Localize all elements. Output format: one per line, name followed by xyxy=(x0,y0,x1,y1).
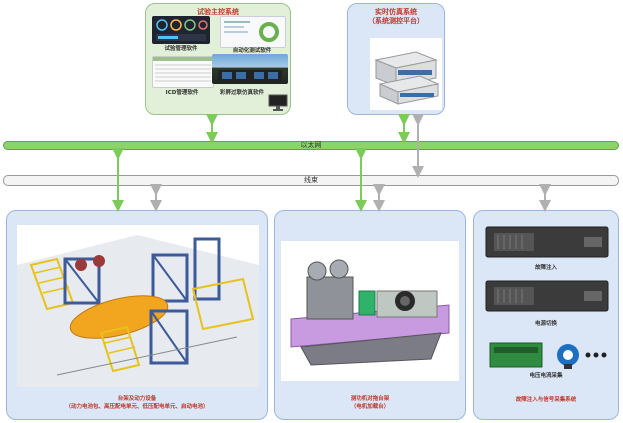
cable-bus: 线束 xyxy=(3,175,619,186)
power-switch-label: 电源切换 xyxy=(534,321,557,327)
fault-injection-title: 故障注入与信号采集系统 xyxy=(515,397,577,403)
cockpit-icon xyxy=(218,70,282,82)
cockpit-simulation-label: 彩屏过联仿真软件 xyxy=(219,90,264,96)
rig-caption-line2: （动力电池包、高压配电单元、低压配电单元、启动电池） xyxy=(65,404,209,410)
computer-monitor-icon xyxy=(268,94,288,111)
fault-injection-chassis-icon xyxy=(485,226,609,258)
icd-software-label: ICD管理软件 xyxy=(165,90,199,96)
management-software-label: 试验管理软件 xyxy=(164,46,198,52)
icd-software-screenshot xyxy=(152,56,214,88)
test-control-panel: 试验主控系统 试验管理软件 自动化测试软件 xyxy=(145,3,291,115)
motor-caption-line1: 测功机对拖台架 xyxy=(350,396,390,402)
motor-caption-line2: （电机加载台） xyxy=(350,404,390,410)
rig-panel: 台架及动力设备 （动力电池包、高压配电单元、低压配电单元、启动电池） xyxy=(6,210,268,420)
automation-software-screenshot xyxy=(220,16,286,48)
voltage-current-sample-label: 电压电流采集 xyxy=(529,373,563,379)
automation-software-label: 自动化测试软件 xyxy=(232,48,272,54)
management-software-screenshot xyxy=(152,16,210,44)
rig-caption-line1: 台架及动力设备 xyxy=(117,396,157,402)
ethernet-label: 以太网 xyxy=(300,141,322,149)
cable-label: 线束 xyxy=(304,176,318,184)
aircraft-rig-icon xyxy=(17,235,259,387)
cockpit-simulation-screenshot xyxy=(212,54,288,84)
realtime-simulation-panel: 实时仿真系统 （系统测控平台） xyxy=(347,3,445,115)
realtime-title-line2: （系统测控平台） xyxy=(368,17,424,25)
fault-injection-panel: 故障注入 电源切换 电压电流采集 故障注入与信号采集系统 xyxy=(473,210,619,420)
gauges-icon xyxy=(156,19,208,41)
dynamometer-icon xyxy=(290,259,450,366)
motor-test-panel: 测功机对拖台架 （电机加载台） xyxy=(274,210,466,420)
power-switch-chassis-icon xyxy=(485,280,609,312)
fault-inject-label: 故障注入 xyxy=(534,265,557,271)
motor-test-image xyxy=(281,241,459,381)
donut-chart-icon xyxy=(224,21,279,42)
realtime-chassis-image xyxy=(370,38,442,110)
pxi-chassis-icon xyxy=(374,51,440,105)
ethernet-bus: 以太网 xyxy=(3,141,619,150)
table-icon xyxy=(153,57,213,82)
rig-image xyxy=(17,225,259,387)
test-control-title: 试验主控系统 xyxy=(197,8,239,16)
realtime-title-line1: 实时仿真系统 xyxy=(375,8,417,16)
sensor-board-icon xyxy=(489,342,607,369)
